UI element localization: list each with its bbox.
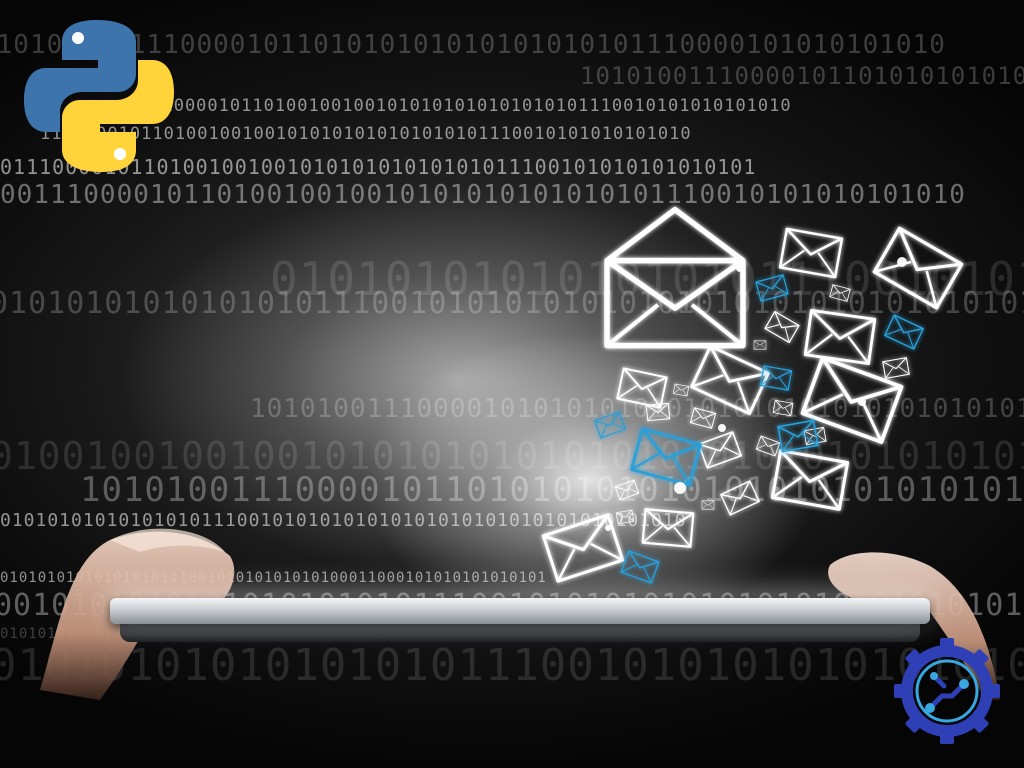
envelope-icon xyxy=(595,412,626,438)
envelope-icon xyxy=(673,384,688,396)
envelope-icon xyxy=(617,368,666,407)
envelope-icon xyxy=(756,436,780,456)
envelope-icon xyxy=(643,509,694,547)
envelope-icon xyxy=(778,420,818,451)
envelope-icon xyxy=(874,228,962,308)
envelope-icon xyxy=(692,346,769,414)
gear-circuit-icon xyxy=(894,638,1000,744)
tablet-edge xyxy=(120,622,920,642)
envelope-icon xyxy=(699,432,741,468)
envelope-icon xyxy=(690,408,715,429)
envelope-icon xyxy=(772,451,847,510)
envelope-icon xyxy=(721,481,759,515)
envelope-icon xyxy=(702,501,714,509)
envelope-icon xyxy=(780,229,842,277)
envelope-icon xyxy=(805,310,875,363)
envelope-icon xyxy=(802,358,901,442)
envelope-icon xyxy=(773,400,793,416)
envelope-icon xyxy=(885,315,923,349)
tablet-device xyxy=(110,598,930,624)
envelope-icon xyxy=(756,275,788,301)
envelope-icon xyxy=(543,515,622,581)
envelope-icon xyxy=(830,285,851,302)
envelope-icon xyxy=(765,312,799,343)
envelope-icon xyxy=(883,358,910,379)
envelope-icon xyxy=(754,341,766,349)
envelope-icon xyxy=(615,480,639,500)
envelope-icon xyxy=(632,429,701,485)
python-logo-icon xyxy=(24,20,174,172)
envelope-icon xyxy=(607,210,743,346)
envelope-icon xyxy=(621,551,659,583)
envelope-icon xyxy=(616,510,634,524)
